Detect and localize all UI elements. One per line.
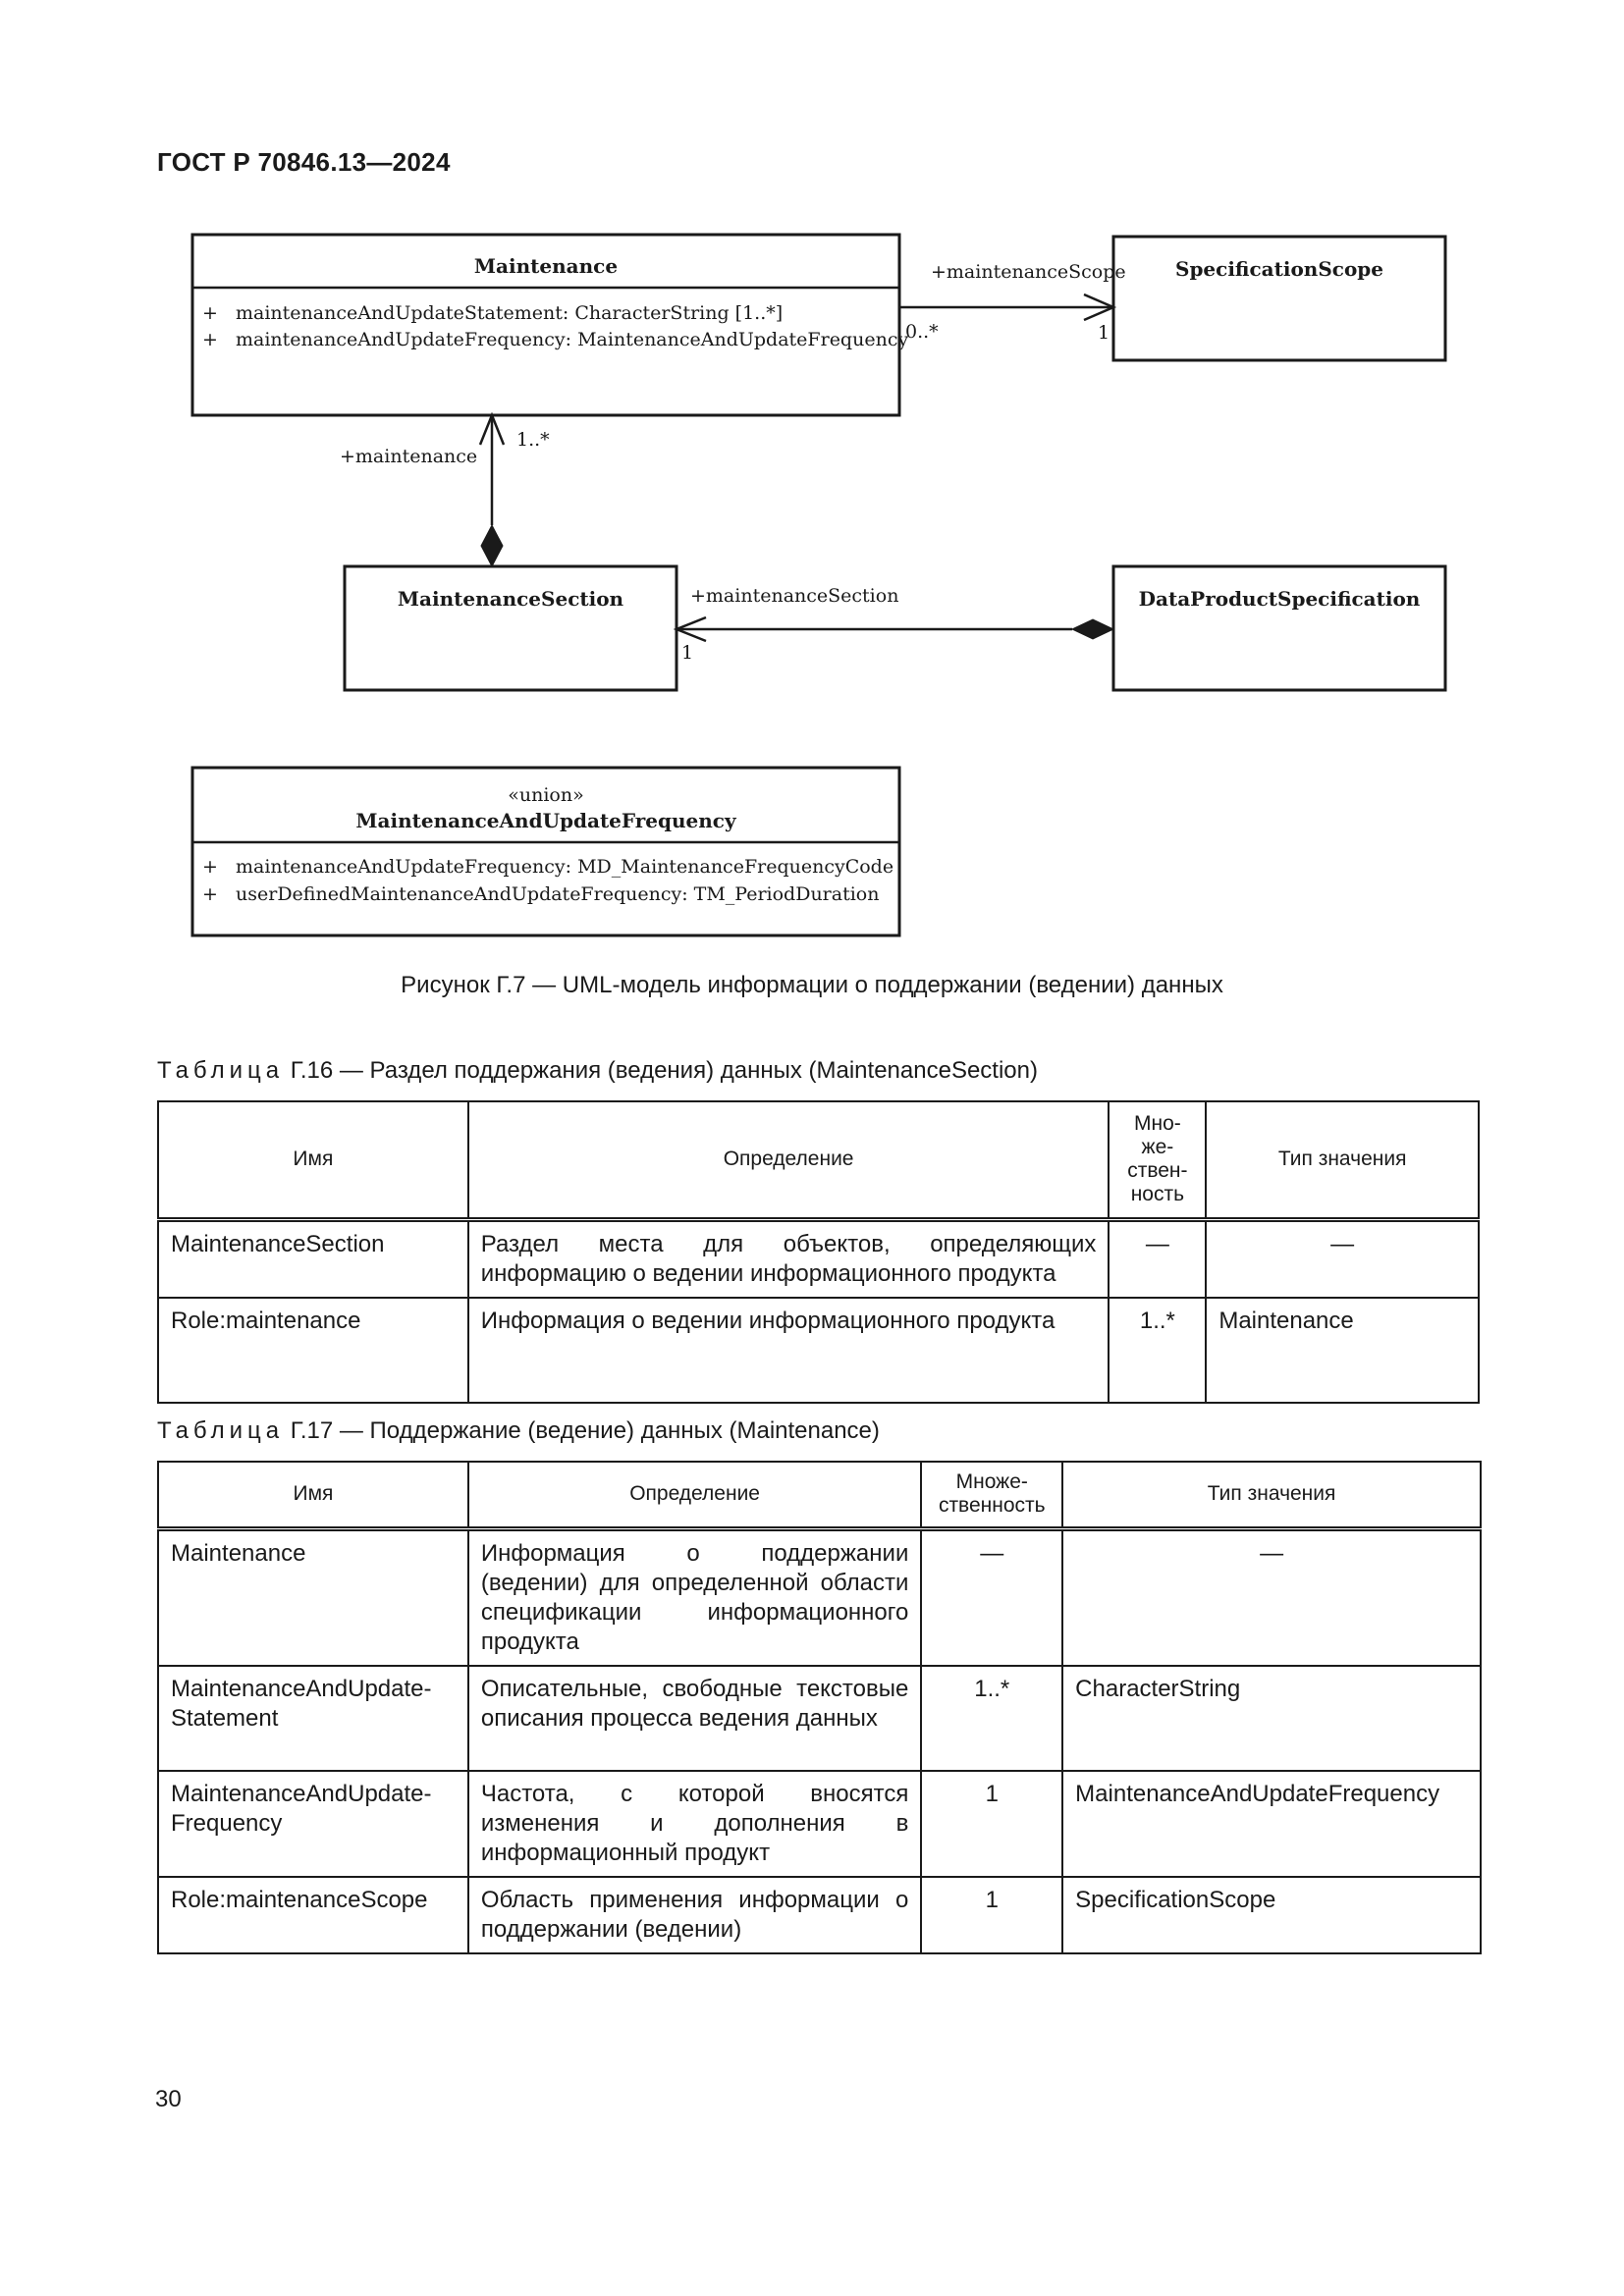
cell-multiplicity: —	[1108, 1218, 1208, 1299]
class-name: MaintenanceAndUpdateFrequency	[355, 809, 737, 832]
cell-multiplicity: 1	[920, 1875, 1064, 1954]
column-header: Мно- же- ствен- ность	[1108, 1100, 1208, 1222]
cell-value-type: SpecificationScope	[1061, 1875, 1482, 1954]
cell-name: Role:maintenance	[157, 1296, 469, 1404]
table-caption: Таблица Г.16 — Раздел поддержания (веден…	[157, 1057, 1038, 1085]
column-header: Тип значения	[1205, 1100, 1480, 1222]
class-maintenance-and-update-frequency: «union» MaintenanceAndUpdateFrequency + …	[190, 766, 901, 937]
cell-value-type: CharacterString	[1061, 1664, 1482, 1772]
page-number: 30	[155, 2086, 182, 2112]
cell-value-type: —	[1205, 1218, 1480, 1299]
document-header: ГОСТ Р 70846.13—2024	[157, 147, 451, 177]
cell-name: MaintenanceSection	[157, 1218, 469, 1299]
table-row: Maintenance Информация о поддержании (ве…	[157, 1527, 1482, 1667]
cell-name: MaintenanceAndUpdate- Frequency	[157, 1769, 469, 1878]
attr-visibility: +	[202, 883, 218, 905]
column-header: Множе- ственность	[920, 1461, 1064, 1531]
column-header: Тип значения	[1061, 1461, 1482, 1531]
role-label: +maintenance	[340, 446, 477, 467]
table-row: Role:maintenanceScope Область применения…	[157, 1875, 1482, 1954]
cell-name: Role:maintenanceScope	[157, 1875, 469, 1954]
composition-dps-section: +maintenanceSection 1	[673, 585, 1115, 664]
cell-value-type: Maintenance	[1205, 1296, 1480, 1404]
cell-definition: Информация о поддержании (ведении) для о…	[466, 1527, 923, 1667]
class-maintenance-section: MaintenanceSection	[343, 564, 678, 692]
cell-definition: Информация о ведении информационного про…	[466, 1296, 1110, 1404]
multiplicity-label: 1..*	[516, 429, 550, 451]
attribute: maintenanceAndUpdateFrequency: Maintenan…	[236, 329, 908, 350]
cell-multiplicity: 1	[920, 1769, 1064, 1878]
class-data-product-specification: DataProductSpecification	[1111, 564, 1447, 692]
cell-definition: Частота, с которой вносятся изменения и …	[466, 1769, 923, 1878]
class-maintenance: Maintenance + maintenanceAndUpdateStatem…	[190, 233, 908, 417]
attr-visibility: +	[202, 302, 218, 324]
table-row: Role:maintenance Информация о ведении ин…	[157, 1296, 1480, 1404]
cell-multiplicity: 1..*	[920, 1664, 1064, 1772]
cell-name: MaintenanceAndUpdate- Statement	[157, 1664, 469, 1772]
cell-name: Maintenance	[157, 1527, 469, 1667]
table-caption-prefix: Таблица	[157, 1417, 285, 1444]
cell-multiplicity: —	[920, 1527, 1064, 1667]
association-maintenance-scope: +maintenanceScope 0..* 1	[899, 261, 1126, 344]
stereotype-label: «union»	[508, 784, 583, 806]
table-maintenance-section: Имя Определение Мно- же- ствен- ность Ти…	[157, 1100, 1480, 1404]
composition-section-maintenance: +maintenance 1..*	[340, 411, 550, 568]
column-header: Имя	[157, 1461, 469, 1531]
multiplicity-label: 1	[681, 642, 693, 664]
table-row: MaintenanceSection Раздел места для объе…	[157, 1218, 1480, 1299]
attribute: userDefinedMaintenanceAndUpdateFrequency…	[236, 883, 879, 905]
table-caption: Таблица Г.17 — Поддержание (ведение) дан…	[157, 1417, 880, 1445]
cell-definition: Область применения информации о поддержа…	[466, 1875, 923, 1954]
cell-multiplicity: 1..*	[1108, 1296, 1208, 1404]
cell-definition: Описательные, свободные текстовые описан…	[466, 1664, 923, 1772]
cell-value-type: —	[1061, 1527, 1482, 1667]
column-header: Определение	[466, 1100, 1110, 1222]
table-row: MaintenanceAndUpdate- Statement Описател…	[157, 1664, 1482, 1772]
attribute: maintenanceAndUpdateStatement: Character…	[236, 302, 783, 324]
column-header: Определение	[466, 1461, 923, 1531]
attr-visibility: +	[202, 856, 218, 878]
attribute: maintenanceAndUpdateFrequency: MD_Mainte…	[236, 856, 893, 878]
table-caption-text: Г.17 — Поддержание (ведение) данных (Mai…	[284, 1417, 880, 1444]
table-maintenance: Имя Определение Множе- ственность Тип зн…	[157, 1461, 1482, 1954]
table-caption-prefix: Таблица	[157, 1057, 285, 1084]
class-name: DataProductSpecification	[1139, 587, 1421, 611]
class-specification-scope: SpecificationScope	[1111, 235, 1447, 362]
uml-diagram: Maintenance + maintenanceAndUpdateStatem…	[190, 233, 1447, 937]
figure-caption: Рисунок Г.7 — UML-модель информации о по…	[401, 972, 1223, 998]
table-caption-text: Г.16 — Раздел поддержания (ведения) данн…	[284, 1057, 1038, 1084]
table-row: MaintenanceAndUpdate- Frequency Частота,…	[157, 1769, 1482, 1878]
column-header: Имя	[157, 1100, 469, 1222]
attr-visibility: +	[202, 329, 218, 350]
multiplicity-label: 1	[1098, 322, 1110, 344]
cell-value-type: MaintenanceAndUpdateFrequency	[1061, 1769, 1482, 1878]
class-name: MaintenanceSection	[398, 587, 624, 611]
role-label: +maintenanceSection	[690, 585, 898, 607]
class-name: Maintenance	[474, 254, 618, 278]
multiplicity-label: 0..*	[905, 321, 939, 343]
cell-definition: Раздел места для объектов, определяющих …	[466, 1218, 1110, 1299]
class-name: SpecificationScope	[1175, 257, 1383, 281]
role-label: +maintenanceScope	[931, 261, 1126, 283]
